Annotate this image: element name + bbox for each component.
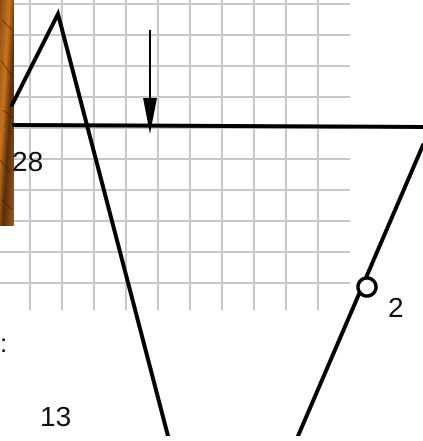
down-arrow-icon — [143, 30, 157, 134]
diagram-lines — [10, 8, 423, 438]
label-left-value: 28 — [12, 146, 44, 177]
label-point-value: 2 — [388, 292, 404, 323]
open-circle-marker-icon — [356, 276, 378, 298]
label-edge-mark: : — [0, 328, 8, 358]
grid — [0, 0, 350, 310]
photo-texture — [0, 19, 14, 211]
label-bottom-value: 13 — [40, 401, 72, 432]
triangle-peak-line — [10, 8, 170, 438]
horizontal-line — [12, 123, 423, 129]
